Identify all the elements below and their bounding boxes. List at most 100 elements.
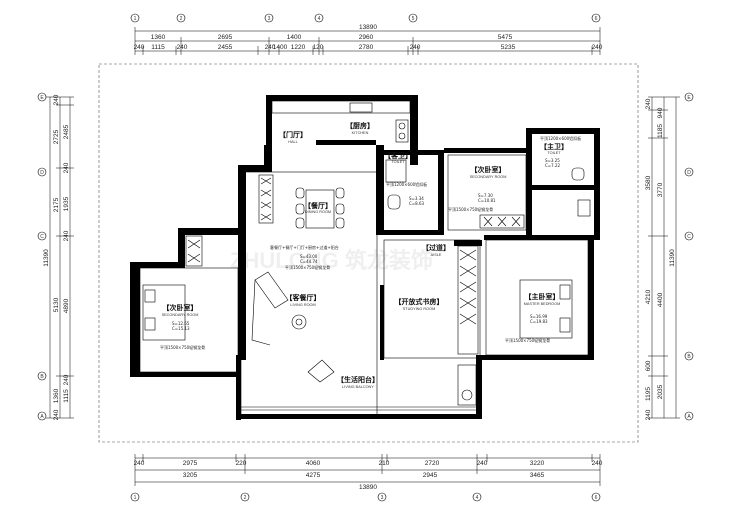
toilet1-area: S=3.34 — [409, 196, 424, 201]
dim: 4275 — [306, 472, 321, 479]
interior-lines — [139, 154, 589, 418]
balcony-label: 【生活阳台】 — [337, 375, 379, 384]
dim: 1220 — [291, 44, 306, 51]
toilet2-ceiling: 平顶1200×600铝扣板 — [540, 135, 581, 141]
dim: 2945 — [423, 472, 438, 479]
axis-label: 5 — [412, 16, 415, 22]
axis-label: 6 — [595, 16, 598, 22]
axis-markers-right: E D C B A — [684, 92, 694, 421]
walls — [130, 95, 600, 420]
dining-table — [305, 189, 335, 229]
toilet-guest — [387, 194, 401, 210]
toilet2-label-en: TOILET — [547, 151, 561, 155]
dim: 1115 — [63, 389, 70, 403]
axis-label: 4 — [476, 495, 479, 501]
dim: 5235 — [501, 44, 516, 51]
toilet-master — [571, 167, 585, 181]
axis-label: E — [687, 95, 691, 101]
dim: 240 — [645, 98, 652, 109]
dim: 210 — [379, 460, 390, 467]
axis-label: 6 — [595, 495, 598, 501]
dim: 2175 — [53, 197, 60, 212]
study-label: 【开放式书房】 — [395, 297, 444, 306]
master-area: S=16.99 — [530, 314, 548, 319]
room-labels: 【厨房】 KITCHEN 【门厅】 HALL 【餐厅】 DINING ROOM … — [160, 121, 581, 389]
axis-label: E — [40, 95, 44, 101]
toilet1-ceiling: 平顶1200×600铝扣板 — [386, 181, 427, 187]
dim: 5130 — [53, 297, 60, 312]
drawing-frame — [98, 63, 639, 443]
dim: 1400 — [287, 34, 302, 41]
living-area: S=43.00 — [300, 254, 318, 259]
axis-label: 2 — [180, 16, 183, 22]
dim: 240 — [63, 374, 70, 385]
axis-label: 3 — [268, 16, 271, 22]
dim: 120 — [313, 44, 324, 51]
hall-cabinet — [258, 174, 274, 224]
basin-master — [577, 199, 591, 217]
toilet1-label: 【客卫】 — [384, 151, 412, 160]
bed3-label: 【次卧室】 — [163, 303, 198, 312]
dim: 240 — [592, 460, 603, 467]
dim: 2975 — [183, 460, 198, 467]
bottom-total-dim: 13890 — [359, 484, 377, 491]
dim: 1360 — [53, 388, 60, 403]
hall-label-en: HALL — [288, 140, 298, 144]
coffee-table — [291, 314, 307, 330]
axis-label: C — [687, 234, 691, 240]
master-perim: C=19.83 — [530, 319, 548, 324]
dim: 1115 — [151, 44, 165, 51]
master-bed — [519, 279, 573, 339]
corridor-label-en: AISLE — [431, 253, 442, 257]
hall-label: 【门厅】 — [279, 130, 307, 139]
living-label-en: LIVING ROOM — [290, 303, 315, 307]
corridor-label: 【过道】 — [422, 243, 450, 252]
axis-label: D — [687, 170, 691, 176]
bed3-ceiling: 平顶1500×750轻钢龙骨 — [160, 344, 205, 350]
bed2-label-en: SECONDARY ROOM — [470, 175, 507, 179]
dim: 240 — [410, 44, 421, 51]
axis-markers-bottom: 1 2 3 4 6 — [130, 492, 601, 502]
axis-markers-top: 1 2 3 4 5 6 — [130, 13, 601, 23]
kitchen-sink — [349, 102, 373, 113]
axis-label: A — [687, 414, 691, 420]
dim: 240 — [134, 460, 145, 467]
dim: 1360 — [151, 34, 166, 41]
master-label: 【主卧室】 — [525, 292, 560, 301]
sofa — [251, 271, 289, 346]
dim: 240 — [134, 44, 145, 51]
bed2-area: S=7.30 — [478, 193, 493, 198]
dim: 3220 — [530, 460, 545, 467]
dim: 3205 — [183, 472, 198, 479]
dim: 240 — [53, 94, 60, 105]
dim: 240 — [645, 409, 652, 420]
dim: 600 — [645, 360, 652, 371]
toilet1-perim: C=8.63 — [409, 201, 425, 206]
dim: 3465 — [530, 472, 545, 479]
secondary-wardrobe — [479, 214, 525, 229]
left-wardrobe — [185, 235, 203, 267]
axis-label: 4 — [318, 16, 321, 22]
dim: 5475 — [498, 34, 513, 41]
living-label: 【客餐厅】 — [286, 293, 321, 302]
dim: 2485 — [63, 124, 70, 139]
right-dimensions: 240 3580 4210 600 1195 240 940 1185 3770… — [645, 92, 694, 421]
toilet2-area: S=3.25 — [545, 158, 560, 163]
dining-label: 【餐厅】 — [304, 201, 332, 210]
bed2-perim: C=10.81 — [478, 198, 496, 203]
dim: 2720 — [425, 460, 440, 467]
living-note: 客餐厅+餐厅+门厅+厨房+过道+阳台 — [270, 244, 339, 250]
dim: 1185 — [657, 124, 664, 138]
dim: 220 — [236, 460, 247, 467]
axis-label: B — [40, 374, 44, 380]
top-total-dim: 13890 — [359, 24, 377, 31]
dim: 2695 — [218, 34, 233, 41]
dim: 1935 — [63, 196, 70, 211]
kitchen-counter — [271, 100, 411, 114]
bed3-perim: C=15.13 — [172, 326, 190, 331]
dim: 3770 — [657, 182, 664, 197]
dim: 940 — [657, 107, 664, 118]
axis-label: 1 — [134, 495, 137, 501]
dim: 4400 — [657, 292, 664, 307]
